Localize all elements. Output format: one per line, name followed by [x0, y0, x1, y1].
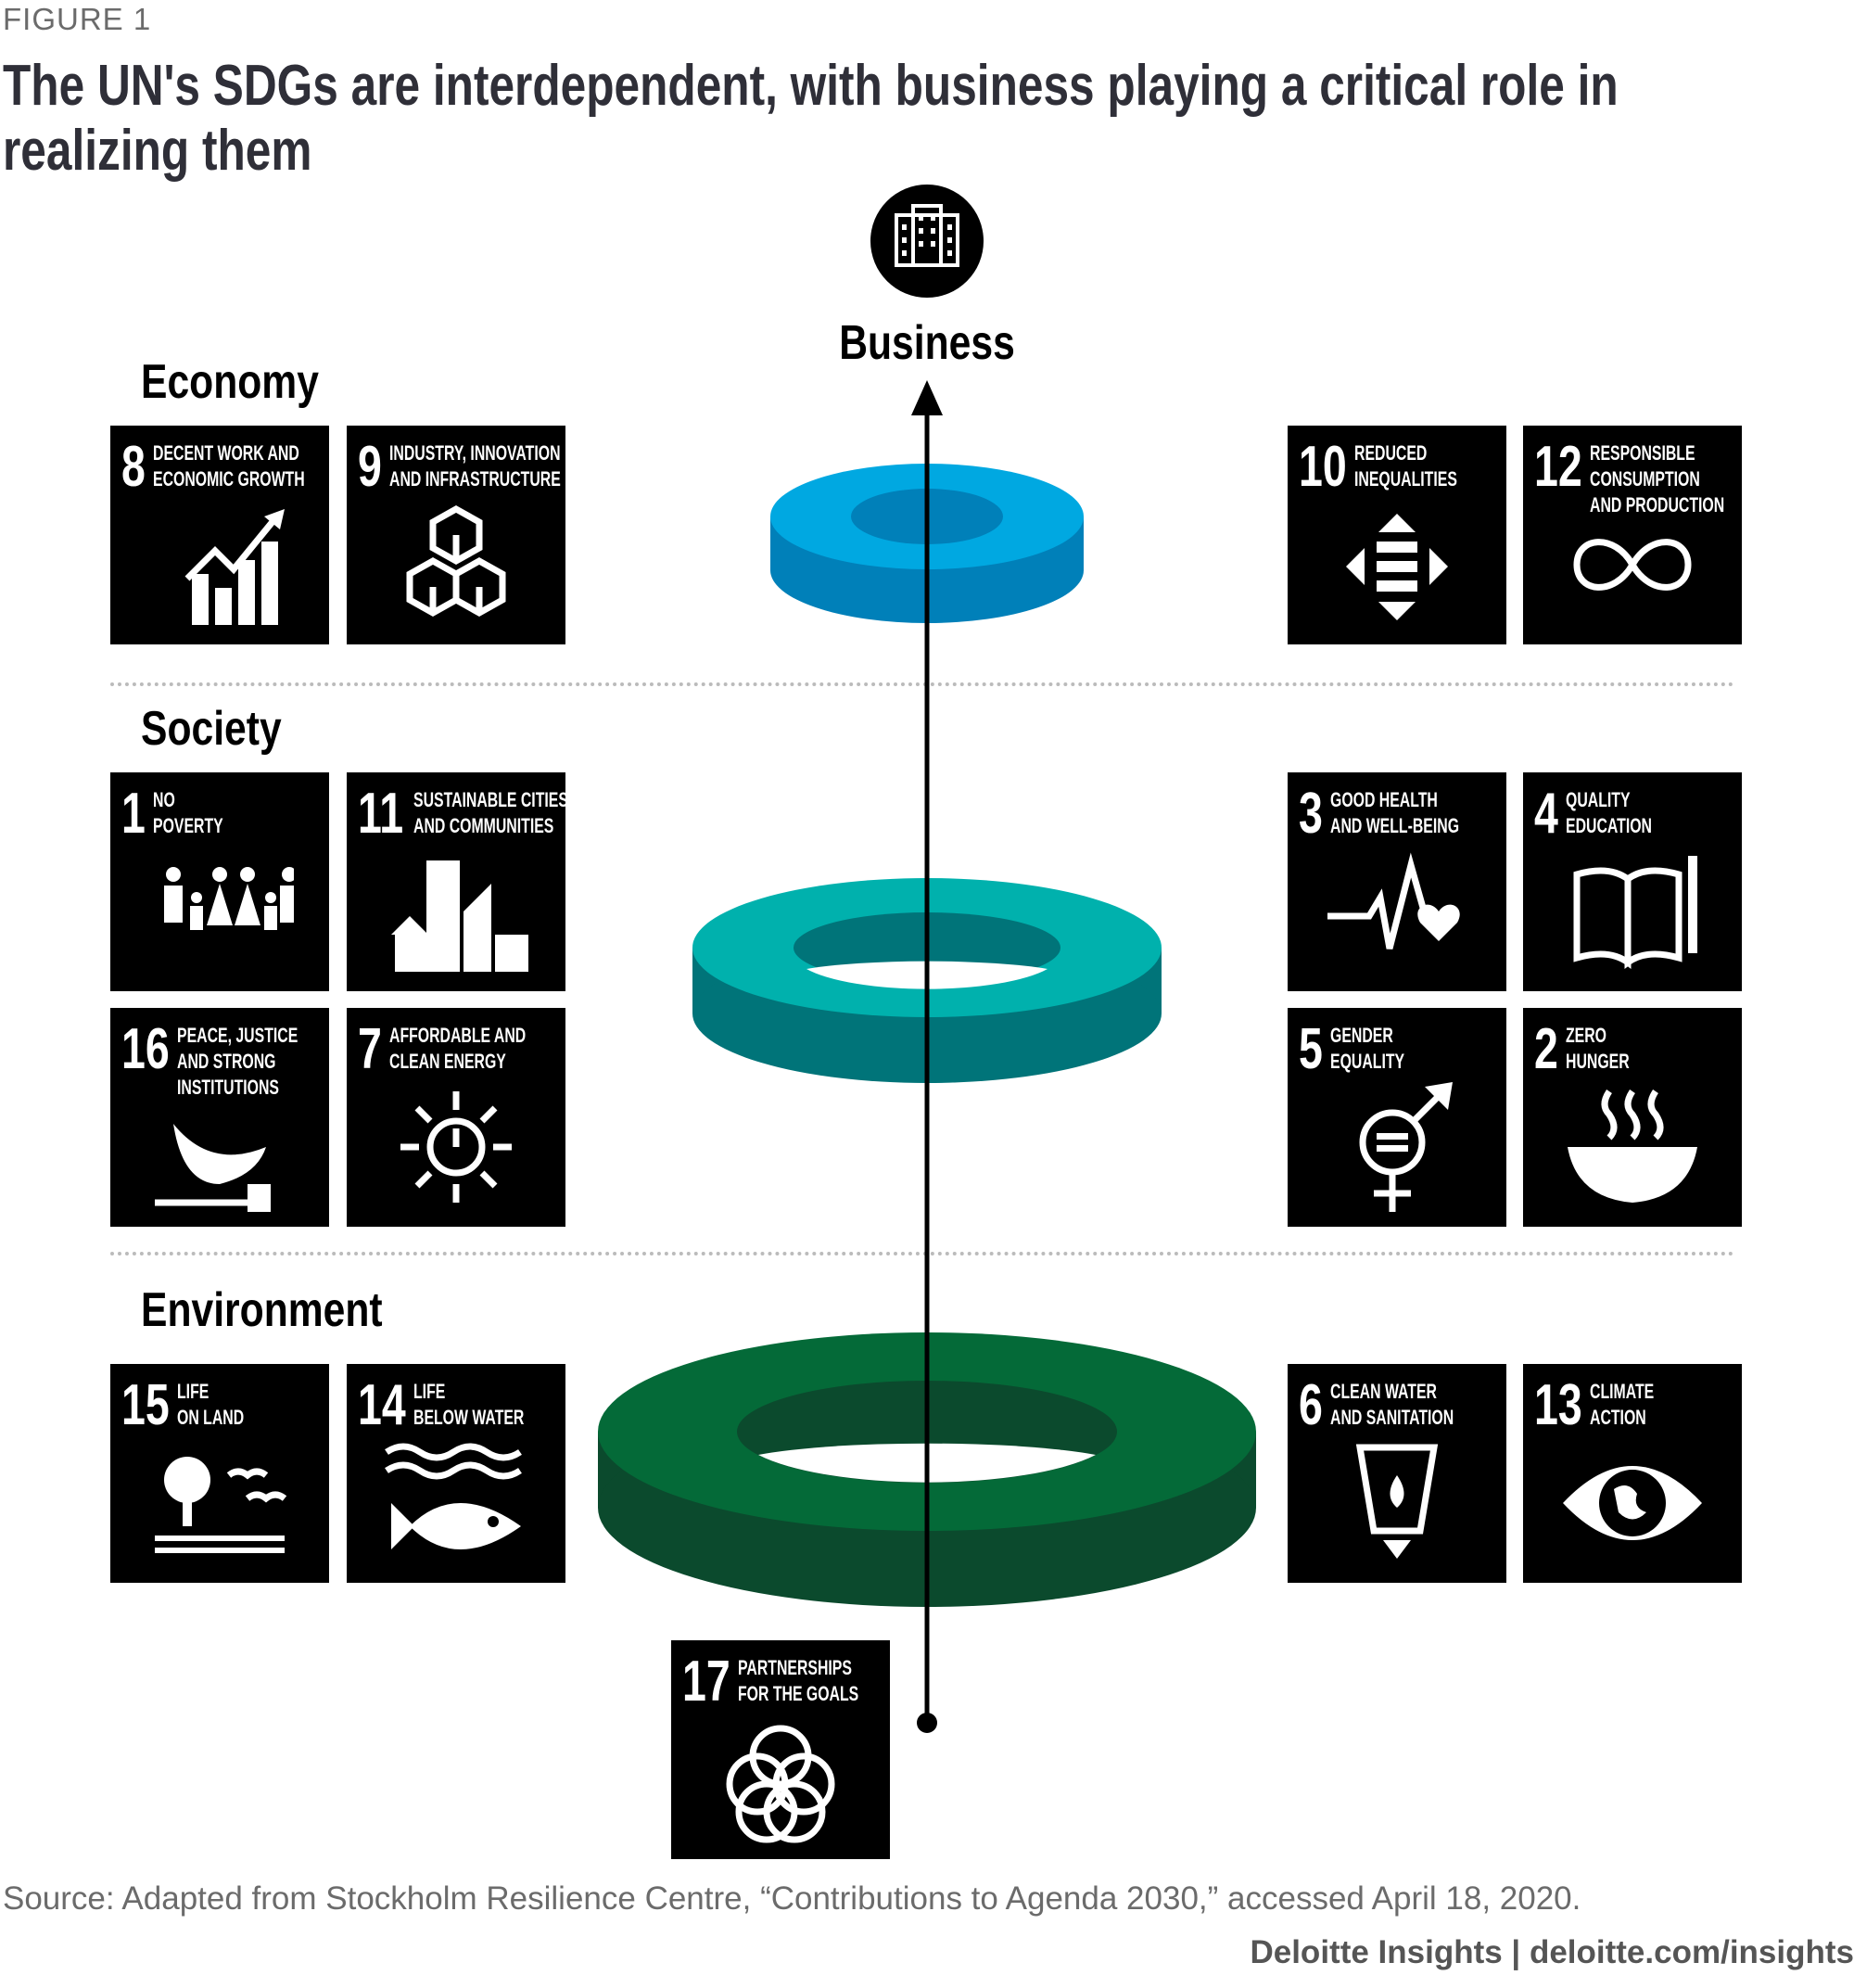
goal-number: 6 [1299, 1373, 1323, 1437]
goal-number: 8 [121, 435, 146, 499]
goal-label: CLIMATE ACTION [1590, 1380, 1655, 1429]
goal-label: DECENT WORK AND ECONOMIC GROWTH [153, 441, 305, 491]
goal-number: 13 [1534, 1373, 1582, 1437]
sdg-tile-8: 8 DECENT WORK AND ECONOMIC GROWTH [110, 426, 329, 644]
building-icon [870, 185, 984, 298]
growth-chart-icon [184, 509, 285, 625]
goal-number: 5 [1299, 1017, 1323, 1081]
sdg-tile-7: 7 AFFORDABLE AND CLEAN ENERGY [347, 1008, 565, 1227]
credit-line: Deloitte Insights | deloitte.com/insight… [1250, 1934, 1854, 1970]
society-ring [692, 878, 1162, 1083]
sdg-tile-3: 3 GOOD HEALTH AND WELL-BEING [1288, 772, 1506, 991]
goal-label: QUALITY EDUCATION [1566, 788, 1652, 837]
goal-number: 1 [121, 782, 146, 846]
goal-number: 9 [358, 435, 382, 499]
goal-number: 11 [358, 782, 404, 846]
goal-label: RESPONSIBLE CONSUMPTION AND PRODUCTION [1590, 441, 1725, 516]
goal-number: 7 [358, 1017, 382, 1081]
divider-society-environment [110, 1252, 1734, 1255]
figure-title: The UN's SDGs are interdependent, with b… [3, 54, 1619, 183]
city-icon [391, 860, 528, 972]
dove-gavel-icon [155, 1124, 271, 1212]
sdg-tile-14: 14 LIFE BELOW WATER [347, 1364, 565, 1583]
goal-number: 10 [1299, 435, 1347, 499]
goal-number: 15 [121, 1373, 170, 1437]
section-society: Society [141, 702, 282, 756]
goal-label: NO POVERTY [153, 788, 223, 837]
arrow-base-dot [917, 1713, 937, 1733]
sdg-tile-17: 17 PARTNERSHIPS FOR THE GOALS [671, 1640, 890, 1859]
goal-label: AFFORDABLE AND CLEAN ENERGY [389, 1024, 527, 1073]
goal-number: 12 [1534, 435, 1582, 499]
goal-label: PARTNERSHIPS FOR THE GOALS [738, 1656, 859, 1705]
goal-label: REDUCED INEQUALITIES [1354, 441, 1457, 491]
sdg-tile-13: 13 CLIMATE ACTION [1523, 1364, 1742, 1583]
goal-label: SUSTAINABLE CITIES AND COMMUNITIES [413, 788, 565, 837]
section-economy: Economy [141, 355, 319, 409]
sdg-tile-16: 16 PEACE, JUSTICE AND STRONG INSTITUTION… [110, 1008, 329, 1227]
family-icon [164, 867, 294, 930]
business-label: Business [839, 316, 1015, 370]
heartbeat-icon [1327, 852, 1460, 949]
goal-label: INDUSTRY, INNOVATION AND INFRASTRUCTURE [389, 441, 561, 491]
goal-number: 3 [1299, 782, 1323, 846]
divider-economy-society [110, 682, 1734, 686]
section-environment: Environment [141, 1283, 383, 1337]
sdg-tile-1: 1 NO POVERTY [110, 772, 329, 991]
sdg-tile-6: 6 CLEAN WATER AND SANITATION [1288, 1364, 1506, 1583]
goal-label: LIFE BELOW WATER [413, 1380, 525, 1429]
goal-label: GENDER EQUALITY [1330, 1024, 1405, 1073]
goal-label: ZERO HUNGER [1566, 1024, 1630, 1073]
eye-globe-icon [1563, 1466, 1702, 1540]
cubes-icon [406, 504, 506, 618]
arrow-head-icon [911, 380, 943, 415]
figure-label: FIGURE 1 [3, 2, 152, 36]
goal-label: GOOD HEALTH AND WELL-BEING [1330, 788, 1460, 837]
goal-number: 14 [358, 1373, 406, 1437]
goal-number: 4 [1534, 782, 1558, 846]
tree-birds-icon [155, 1457, 287, 1553]
goal-number: 17 [682, 1650, 730, 1714]
gender-icon [1359, 1082, 1453, 1212]
sdg-tile-12: 12 RESPONSIBLE CONSUMPTION AND PRODUCTIO… [1523, 426, 1742, 644]
rings-icon [726, 1725, 835, 1843]
goal-label: CLEAN WATER AND SANITATION [1330, 1380, 1454, 1429]
sdg-tile-4: 4 QUALITY EDUCATION [1523, 772, 1742, 991]
goal-label: PEACE, JUSTICE AND STRONG INSTITUTIONS [177, 1024, 298, 1099]
fish-icon [385, 1443, 522, 1549]
goal-number: 2 [1534, 1017, 1558, 1081]
sdg-tile-11: 11 SUSTAINABLE CITIES AND COMMUNITIES [347, 772, 565, 991]
equality-arrows-icon [1346, 514, 1448, 620]
sdg-tile-5: 5 GENDER EQUALITY [1288, 1008, 1506, 1227]
bowl-icon [1568, 1090, 1697, 1203]
goal-label: LIFE ON LAND [177, 1380, 245, 1429]
infinity-icon [1573, 539, 1692, 591]
sdg-tile-2: 2 ZERO HUNGER [1523, 1008, 1742, 1227]
sun-power-icon [400, 1091, 512, 1203]
goal-number: 16 [121, 1017, 170, 1081]
sdg-tile-15: 15 LIFE ON LAND [110, 1364, 329, 1583]
sdg-tile-9: 9 INDUSTRY, INNOVATION AND INFRASTRUCTUR… [347, 426, 565, 644]
sdg-tile-10: 10 REDUCED INEQUALITIES [1288, 426, 1506, 644]
book-pencil-icon [1573, 856, 1697, 969]
water-glass-icon [1355, 1444, 1439, 1559]
source-note: Source: Adapted from Stockholm Resilienc… [3, 1880, 1581, 1917]
